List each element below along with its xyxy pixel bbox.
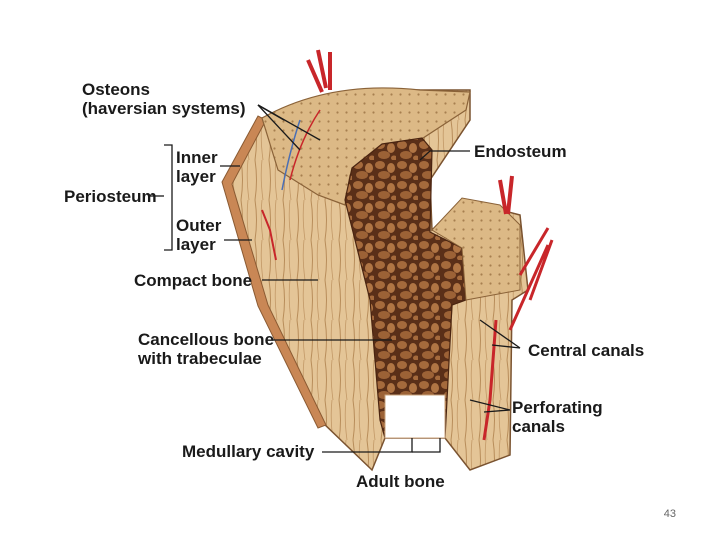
medullary-cavity (385, 395, 445, 438)
label-cancellous-bone: Cancellous bone with trabeculae (138, 330, 274, 368)
label-osteons: Osteons (haversian systems) (82, 80, 245, 118)
label-outer-layer: Outer layer (176, 216, 221, 254)
label-endosteum: Endosteum (474, 142, 567, 161)
label-central-canals: Central canals (528, 341, 644, 360)
page-number: 43 (664, 508, 676, 520)
label-medullary-cavity: Medullary cavity (182, 442, 314, 461)
label-compact-bone: Compact bone (134, 271, 252, 290)
label-periosteum: Periosteum (64, 187, 157, 206)
label-inner-layer: Inner layer (176, 148, 218, 186)
label-perforating-canals: Perforating canals (512, 398, 603, 436)
figure-caption: Adult bone (356, 472, 445, 491)
